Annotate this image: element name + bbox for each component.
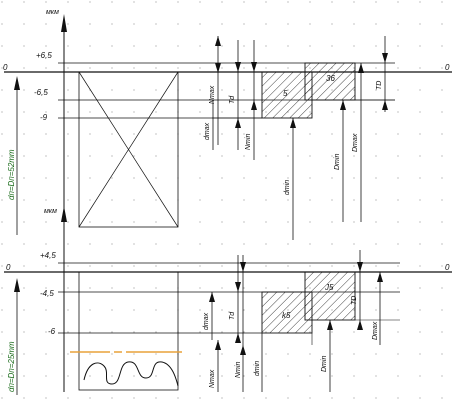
bottom-diagram: мкм 0 0 +4,5 -4,5 -6 k5 J5 bbox=[4, 206, 452, 395]
bottom-dim-dmax-arrow bbox=[209, 292, 215, 302]
top-hole-field bbox=[304, 62, 356, 101]
top-label-tdhole: TD bbox=[376, 81, 383, 90]
bottom-field-label-1: k5 bbox=[282, 311, 291, 320]
bottom-dim-dmin-hole-arrow bbox=[327, 320, 333, 330]
top-nominal-label: dп=Dп=52mm bbox=[7, 149, 16, 200]
top-dim-nmin-arrow bbox=[251, 62, 257, 72]
top-dim-nmax-arrow2 bbox=[215, 63, 221, 73]
top-dim-nmax-arrow bbox=[215, 36, 221, 46]
bottom-label-dmax: dmax bbox=[203, 312, 210, 330]
bottom-label-dmax-hole: Dmax bbox=[372, 321, 379, 340]
bottom-label-dmin: dmin bbox=[254, 361, 261, 376]
top-dim-td-arrow bbox=[235, 62, 241, 72]
bottom-dim-nmin-arrow bbox=[240, 262, 246, 272]
top-label-dmin: dmin bbox=[284, 180, 291, 195]
bottom-dim-dmax-hole-arrow bbox=[377, 272, 383, 282]
top-label-dmax: dmax bbox=[204, 122, 211, 140]
top-units-label: мкм bbox=[46, 9, 59, 16]
bottom-dim-tdhole-arrow bbox=[357, 262, 363, 272]
top-dim-tdhole-arrow bbox=[382, 53, 388, 63]
top-diagram: мкм 0 0 +6,5 -6,5 -9 5 36 bbox=[3, 9, 452, 240]
top-dim-dmin-arrow bbox=[290, 118, 296, 128]
bottom-label-td: Td bbox=[229, 311, 236, 320]
bottom-dim-tdhole-arrow2 bbox=[357, 320, 363, 330]
bottom-label-dmin-hole: Dmin bbox=[321, 356, 328, 372]
top-nominal-arrow bbox=[14, 76, 20, 90]
top-dim-dmin-hole-arrow bbox=[340, 100, 346, 110]
top-label-td: Td bbox=[229, 95, 236, 104]
bottom-axis-arrow bbox=[61, 206, 67, 222]
top-dim-td-arrow2 bbox=[235, 118, 241, 128]
bottom-dev-minus6: -6 bbox=[48, 327, 56, 336]
top-label-dmin-hole: Dmin bbox=[334, 154, 341, 170]
bottom-dim-nmin-arrow2 bbox=[240, 345, 246, 355]
bottom-ring-box bbox=[78, 271, 179, 391]
bottom-nominal-arrow bbox=[14, 278, 20, 292]
top-label-nmax: Nmax bbox=[209, 85, 216, 104]
top-axis-arrow bbox=[61, 14, 67, 32]
bottom-zero-left: 0 bbox=[6, 263, 11, 272]
bottom-units-label: мкм bbox=[44, 208, 57, 215]
top-dim-dmax-hole-arrow bbox=[358, 63, 364, 73]
bottom-label-nmax: Nmax bbox=[209, 369, 216, 388]
wavy-profile bbox=[83, 361, 179, 387]
top-dev-plus: +6,5 bbox=[36, 51, 52, 60]
top-dim-tdhole-arrow2 bbox=[382, 100, 388, 110]
top-dev-minus9: -9 bbox=[40, 113, 48, 122]
top-ring-box bbox=[78, 71, 179, 228]
top-ring-diag-2 bbox=[78, 71, 179, 228]
bottom-label-nmin: Nmin bbox=[235, 362, 242, 378]
top-zero-right: 0 bbox=[445, 63, 450, 72]
top-label-nmin: Nmin bbox=[245, 134, 252, 150]
bottom-zero-right: 0 bbox=[445, 263, 450, 272]
top-zero-left: 0 bbox=[3, 63, 8, 72]
bottom-dim-td-arrow bbox=[235, 282, 241, 292]
bottom-dim-nmax-arrow bbox=[215, 340, 221, 350]
top-field-label-1: 5 bbox=[283, 89, 288, 98]
bottom-shaft-field bbox=[261, 291, 313, 334]
bottom-label-tdhole: TD bbox=[351, 296, 358, 305]
bottom-dev-minus: -4,5 bbox=[40, 289, 54, 298]
bottom-hole-field bbox=[304, 271, 356, 321]
top-shaft-field bbox=[261, 71, 313, 119]
top-label-dmax-hole: Dmax bbox=[352, 133, 359, 152]
bottom-dim-td-arrow2 bbox=[235, 333, 241, 343]
bottom-dev-plus: +4,5 bbox=[40, 251, 56, 260]
top-dev-minus: -6,5 bbox=[34, 88, 48, 97]
bottom-nominal-label: dп=Dп=25mm bbox=[7, 341, 16, 392]
top-field-label-2: 36 bbox=[326, 74, 335, 83]
bottom-field-label-2: J5 bbox=[324, 283, 334, 292]
top-dim-nmin-arrow2 bbox=[251, 100, 257, 110]
